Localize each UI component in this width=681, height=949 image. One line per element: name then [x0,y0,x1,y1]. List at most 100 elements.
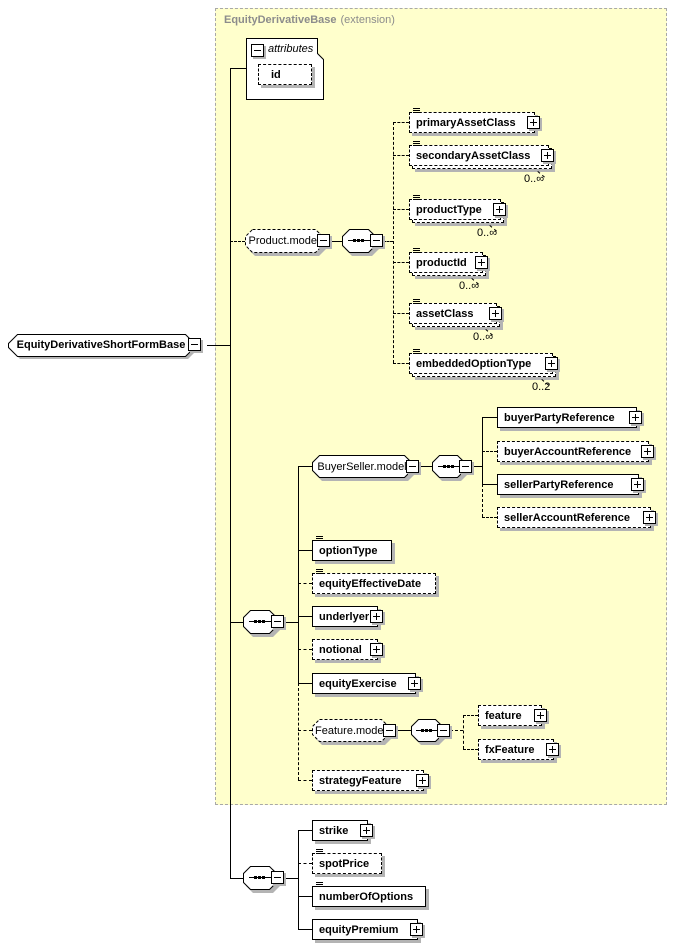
element-productId[interactable]: productId [409,248,488,273]
group-product-model[interactable]: Product.model [245,229,330,256]
element-equityEffectiveDate[interactable]: equityEffectiveDate [312,569,436,594]
element-sellerAccountReference[interactable]: sellerAccountReference [497,507,656,528]
element-label: spotPrice [319,857,370,870]
content-model-icon [413,108,420,109]
element-secondaryAssetClass[interactable]: secondaryAssetClass [409,141,554,166]
expand-icon[interactable] [534,708,547,722]
connector-optional [393,363,409,364]
collapse-icon[interactable] [370,234,383,247]
connector-optional [393,262,409,263]
root-element-shape [8,334,197,359]
element-numberOfOptions[interactable]: numberOfOptions [312,882,426,907]
group-buyerseller-model-label: BuyerSeller.model [317,460,407,473]
collapse-icon[interactable] [188,338,201,351]
root-element[interactable]: EquityDerivativeShortFormBase [8,334,201,359]
expand-icon[interactable] [546,742,559,756]
expand-icon[interactable] [641,444,654,458]
expand-icon[interactable] [370,609,383,623]
element-productType[interactable]: productType [409,195,506,220]
element-label: equityExercise [319,677,397,690]
connector [482,484,497,485]
element-optionType[interactable]: optionType [312,536,392,561]
expand-icon[interactable] [527,115,540,129]
connector [284,622,298,623]
element-embeddedOptionType[interactable]: embeddedOptionType [409,349,558,374]
sequence-compositor[interactable] [243,610,284,637]
element-underlyer[interactable]: underlyer [312,606,383,627]
element-label: equityPremium [319,923,399,936]
collapse-icon[interactable] [459,459,472,473]
expand-icon[interactable] [408,676,421,690]
element-notional[interactable]: notional [312,639,383,660]
element-label: assetClass [416,307,474,320]
expand-icon[interactable] [489,306,502,320]
connector [230,68,246,69]
sequence-compositor[interactable] [243,866,284,893]
content-model-icon [413,141,420,142]
collapse-icon[interactable] [383,723,396,737]
connector-optional [482,484,483,517]
expand-icon[interactable] [643,510,656,524]
element-label: sellerAccountReference [504,511,630,524]
content-model-icon [413,248,420,249]
expand-icon[interactable] [629,410,642,424]
element-buyerPartyReference[interactable]: buyerPartyReference [497,407,642,428]
sequence-compositor[interactable] [432,455,472,481]
expand-icon[interactable] [370,642,383,656]
expand-icon[interactable] [360,823,373,837]
connector [230,622,243,623]
connector [230,878,243,879]
element-fxFeature[interactable]: fxFeature [478,739,559,760]
expand-icon[interactable] [475,255,488,269]
collapse-icon[interactable] [251,44,264,57]
connector [207,345,230,346]
connector-optional [298,780,312,781]
connector [419,466,432,467]
group-feature-model[interactable]: Feature.model [312,719,396,745]
attribute-id[interactable]: id [258,64,312,85]
attributes-label: attributes [268,43,314,55]
connector [298,683,312,684]
connector [284,878,298,879]
attribute-id-label: id [271,68,281,81]
collapse-icon[interactable] [317,234,330,247]
element-primaryAssetClass[interactable]: primaryAssetClass [409,108,540,133]
connector-optional [230,241,245,242]
collapse-icon[interactable] [437,723,450,737]
collapse-icon[interactable] [271,871,284,884]
group-buyerseller-model[interactable]: BuyerSeller.model [312,455,419,481]
element-equityPremium[interactable]: equityPremium [312,919,423,940]
expand-icon[interactable] [631,477,644,491]
element-label: sellerPartyReference [504,478,614,491]
sequence-compositor[interactable] [342,229,383,256]
element-spotPrice[interactable]: spotPrice [312,849,382,874]
connector [396,730,411,731]
element-strategyFeature[interactable]: strategyFeature [312,770,429,791]
element-equityExercise[interactable]: equityExercise [312,673,421,694]
collapse-icon[interactable] [271,615,284,628]
content-model-icon [413,299,420,300]
element-strike[interactable]: strike [312,820,373,841]
expand-icon[interactable] [493,202,506,216]
element-feature[interactable]: feature [478,705,547,726]
connector-optional [463,749,478,750]
element-assetClass[interactable]: assetClass [409,299,502,324]
root-element-label: EquityDerivativeShortFormBase [16,339,186,351]
expand-icon[interactable] [541,148,554,162]
extension-subtitle: (extension) [340,14,395,26]
element-buyerAccountReference[interactable]: buyerAccountReference [497,441,654,462]
content-model-icon [413,195,420,196]
expand-icon[interactable] [410,922,423,936]
connector-optional [298,863,312,864]
expand-icon[interactable] [416,773,429,787]
connector-optional [298,683,299,780]
sequence-icon [416,728,438,733]
sequence-compositor[interactable] [411,719,450,745]
collapse-icon[interactable] [406,459,419,473]
expand-icon[interactable] [545,356,558,370]
content-model-icon [316,536,323,537]
connector-optional [383,241,393,242]
element-sellerPartyReference[interactable]: sellerPartyReference [497,474,644,495]
content-model-icon [316,849,323,850]
connector-optional [298,649,312,650]
